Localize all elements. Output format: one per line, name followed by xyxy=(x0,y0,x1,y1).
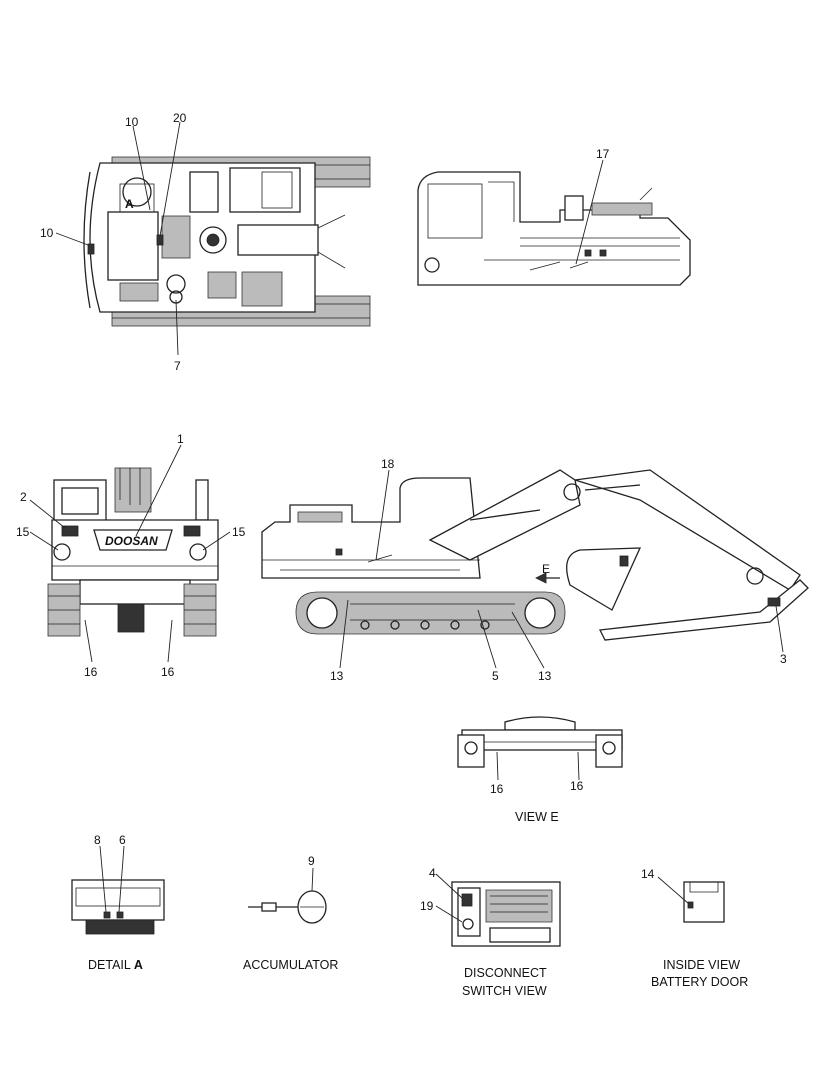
view-e-marker: E xyxy=(542,562,550,576)
callout-8: 8 xyxy=(94,833,101,847)
detail-a-drawing xyxy=(71,879,165,935)
battery-caption-line2: BATTERY DOOR xyxy=(651,975,748,989)
callout-16-rear-left: 16 xyxy=(84,665,98,679)
callout-16-view-e-left: 16 xyxy=(490,782,504,796)
top-counterweight xyxy=(107,211,159,281)
callout-16-view-e-right: 16 xyxy=(570,779,584,793)
callout-14: 14 xyxy=(641,867,655,881)
battery-caption-line1: INSIDE VIEW xyxy=(663,958,740,972)
callout-16-rear-right: 16 xyxy=(161,665,175,679)
disconnect-caption-line2: SWITCH VIEW xyxy=(462,984,547,998)
callout-9: 9 xyxy=(308,854,315,868)
callout-2: 2 xyxy=(20,490,27,504)
callout-1: 1 xyxy=(177,432,184,446)
callout-5: 5 xyxy=(492,669,499,683)
disconnect-caption-line1: DISCONNECT xyxy=(464,966,547,980)
battery-door-drawing xyxy=(683,881,725,923)
callout-10-top: 10 xyxy=(125,115,139,129)
callout-15-left: 15 xyxy=(16,525,30,539)
detail-a-marker: A xyxy=(125,197,134,211)
side-track xyxy=(295,591,566,635)
accumulator-drawing xyxy=(248,890,327,924)
upper-side-view-drawing xyxy=(417,171,691,286)
disconnect-switch-drawing xyxy=(451,881,561,947)
doosan-brand-text: DOOSAN xyxy=(105,534,158,548)
callout-15-right: 15 xyxy=(232,525,246,539)
top-view-drawing: A xyxy=(83,156,371,327)
callout-10-side: 10 xyxy=(40,226,54,240)
side-bucket xyxy=(566,547,642,611)
callout-17: 17 xyxy=(596,147,610,161)
callout-6: 6 xyxy=(119,833,126,847)
side-arm xyxy=(574,469,801,591)
full-side-view-drawing: E xyxy=(261,469,809,641)
callout-19: 19 xyxy=(420,899,434,913)
callout-13-left: 13 xyxy=(330,669,344,683)
callout-3: 3 xyxy=(780,652,787,666)
callout-4: 4 xyxy=(429,866,436,880)
rear-view-drawing: DOOSAN xyxy=(47,467,219,637)
doosan-brand-plate xyxy=(93,529,173,551)
view-e-caption: VIEW E xyxy=(515,810,559,824)
accumulator-caption: ACCUMULATOR xyxy=(243,958,338,972)
upper-side-body xyxy=(417,171,691,286)
detail-a-base xyxy=(85,919,155,935)
view-e-drawing xyxy=(457,716,623,768)
callout-13-right: 13 xyxy=(538,669,552,683)
callout-18: 18 xyxy=(381,457,395,471)
side-house xyxy=(261,477,481,579)
callout-20: 20 xyxy=(173,111,187,125)
detail-a-caption: DETAIL A xyxy=(88,958,143,972)
callout-7: 7 xyxy=(174,359,181,373)
